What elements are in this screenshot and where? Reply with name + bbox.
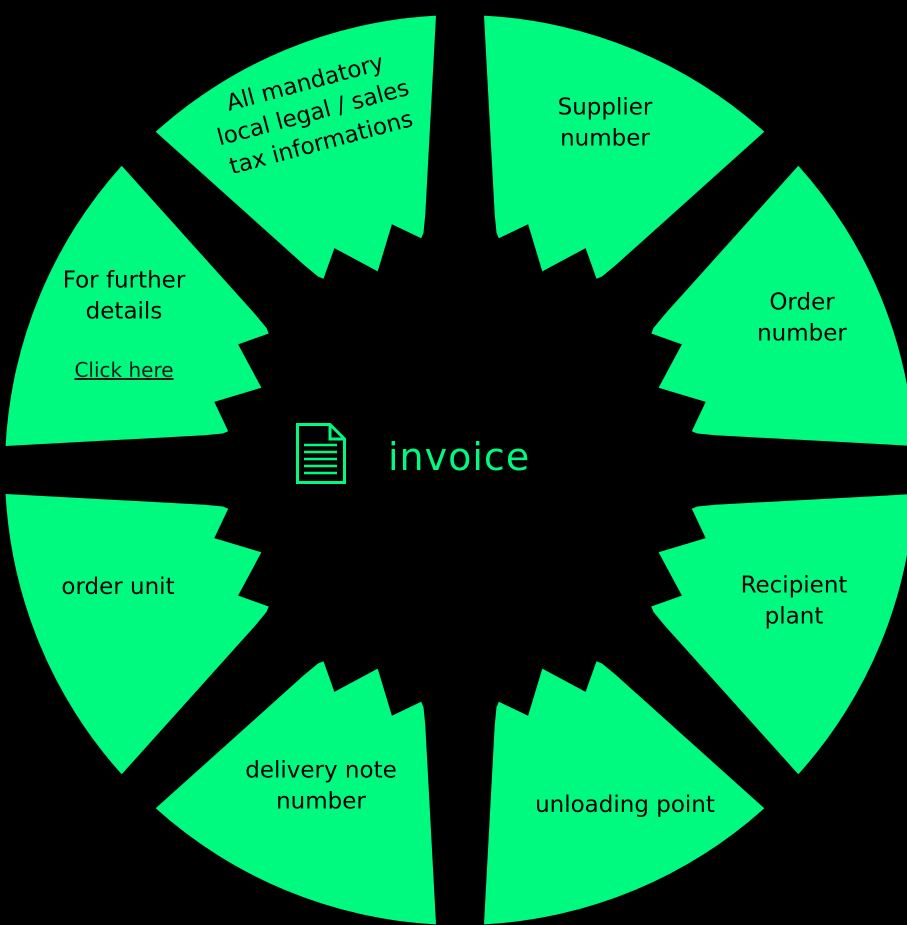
segment-unloading-point	[484, 661, 765, 925]
label-order-unit: order unit	[61, 574, 174, 600]
segment-further-details	[5, 165, 269, 446]
center-title: invoice	[388, 435, 530, 479]
label-line: Order	[769, 290, 835, 316]
label-line: number	[560, 126, 650, 152]
label-delivery-note-number: delivery note number	[245, 758, 397, 815]
segment-supplier-number	[484, 15, 765, 279]
label-line: number	[757, 321, 847, 347]
label-line: Supplier	[558, 95, 653, 121]
label-further-details: For further details	[63, 268, 186, 325]
label-line: For further	[63, 268, 186, 294]
label-supplier-number: Supplier number	[558, 95, 653, 152]
label-line: unloading point	[535, 792, 715, 818]
label-recipient-plant: Recipient plant	[741, 573, 848, 630]
center: invoice	[296, 423, 530, 484]
label-unloading-point: unloading point	[535, 792, 715, 818]
document-icon	[296, 423, 346, 484]
segment-order-number	[651, 165, 907, 446]
label-line: number	[276, 789, 366, 815]
label-line: plant	[765, 604, 824, 630]
label-line: Recipient	[741, 573, 848, 599]
segments-group	[5, 15, 907, 925]
label-order-number: Order number	[757, 290, 847, 347]
click-here-link[interactable]: Click here	[74, 358, 173, 382]
segment-mandatory-tax-info	[155, 15, 436, 279]
label-line: order unit	[61, 574, 174, 600]
segment-delivery-note-number	[155, 661, 436, 925]
segment-order-unit	[5, 494, 269, 775]
label-line: delivery note	[245, 758, 397, 784]
label-line: details	[86, 299, 163, 325]
segment-recipient-plant	[651, 494, 907, 775]
